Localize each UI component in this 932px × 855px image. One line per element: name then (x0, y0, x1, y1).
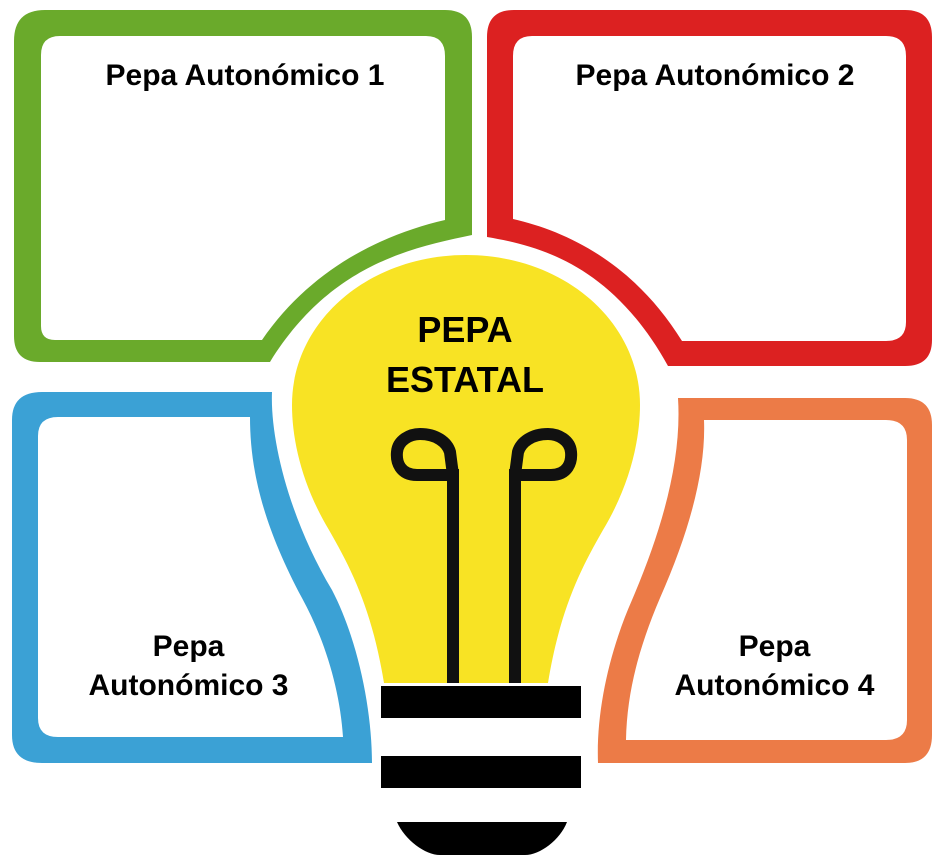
quadrant-4 (597, 398, 932, 763)
quadrant-3-frame (12, 392, 372, 763)
quadrant-4-frame (597, 398, 932, 763)
center-label-line-2: ESTATAL (386, 359, 544, 401)
quadrant-4-label: Pepa Autonómico 4 (622, 627, 927, 705)
center-label-line-1: PEPA (417, 309, 513, 350)
quadrant-1-label: Pepa Autonómico 1 (40, 56, 450, 95)
bulb-glass (292, 255, 640, 683)
quadrant-2-frame (487, 10, 932, 366)
quadrant-3-label-line-1: Pepa (152, 630, 225, 663)
quadrant-1-label-line: Pepa Autonómico 1 (105, 59, 385, 92)
lightbulb-icon (292, 255, 640, 855)
quadrant-4-label-line-2: Autonómico 4 (674, 669, 875, 702)
bulb-filament (390, 427, 578, 683)
quadrant-3 (12, 392, 372, 763)
center-label: PEPA ESTATAL (330, 305, 600, 406)
quadrant-2-label-line: Pepa Autonómico 2 (575, 59, 855, 92)
quadrant-2 (487, 10, 932, 366)
quadrant-2-label: Pepa Autonómico 2 (510, 56, 920, 95)
quadrant-3-label-line-2: Autonómico 3 (88, 669, 289, 702)
quadrant-3-label: Pepa Autonómico 3 (36, 627, 341, 705)
bulb-base (381, 686, 581, 855)
quadrant-4-label-line-1: Pepa (738, 630, 811, 663)
